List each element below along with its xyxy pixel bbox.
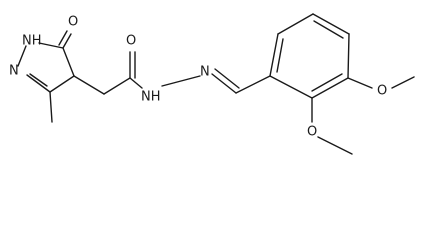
bond-c3-n-double-inner bbox=[29, 73, 48, 87]
bond-n-imine-ch bbox=[211, 73, 237, 94]
chemical-structure-diagram: NH N O O NH N O O bbox=[9, 13, 415, 155]
bond-ring-c bbox=[312, 13, 350, 35]
atom-label-nh-ring: NH bbox=[22, 34, 42, 49]
atom-label-o-methoxy-bottom: O bbox=[307, 125, 317, 140]
bond-ch-ring bbox=[235, 75, 271, 94]
bond-ring-a-inner bbox=[276, 38, 284, 73]
bond-ring-o-top bbox=[347, 77, 373, 89]
bond-ring-e bbox=[311, 77, 349, 99]
bond-o-bottom-ch3 bbox=[317, 136, 353, 155]
bond-c3-methyl bbox=[49, 91, 53, 123]
bond-ring-f bbox=[269, 75, 313, 99]
bond-ring-carbonyl-c-o-double bbox=[58, 30, 68, 46]
bond-c3-n-double bbox=[26, 74, 51, 93]
bond-ring-e-inner bbox=[311, 73, 343, 92]
bond-o-top-ch3 bbox=[391, 76, 415, 89]
bond-ring-a bbox=[269, 33, 279, 77]
bond-nh-n bbox=[17, 45, 27, 67]
bond-ring-b bbox=[277, 13, 314, 35]
bonds bbox=[17, 13, 415, 155]
bond-ring-d bbox=[347, 33, 350, 79]
atom-label-o-methoxy-top: O bbox=[377, 84, 387, 99]
atom-label-o-ring: O bbox=[68, 15, 78, 30]
atom-labels: NH N O O NH N O O bbox=[9, 15, 387, 140]
bond-ch2-c-amide bbox=[103, 77, 131, 95]
atom-label-o-amide: O bbox=[126, 34, 136, 49]
atom-label-nh-hydrazide: NH bbox=[141, 90, 161, 105]
bond-ring-c-inner bbox=[313, 20, 344, 39]
atom-label-n-imine: N bbox=[200, 65, 210, 80]
atom-label-n-ring: N bbox=[9, 64, 19, 79]
bond-nh-c-carbonyl bbox=[38, 42, 64, 49]
bond-c-amide-nh bbox=[129, 77, 143, 89]
bond-ring-carbonyl-c-o bbox=[62, 33, 72, 49]
bond-c4-c3 bbox=[49, 75, 75, 93]
bond-n-imine-ch-double bbox=[214, 68, 240, 89]
bond-c4-ch2 bbox=[73, 75, 105, 95]
bond-nh-n-imine bbox=[161, 75, 201, 87]
bond-c-carbonyl-c4 bbox=[62, 47, 75, 77]
